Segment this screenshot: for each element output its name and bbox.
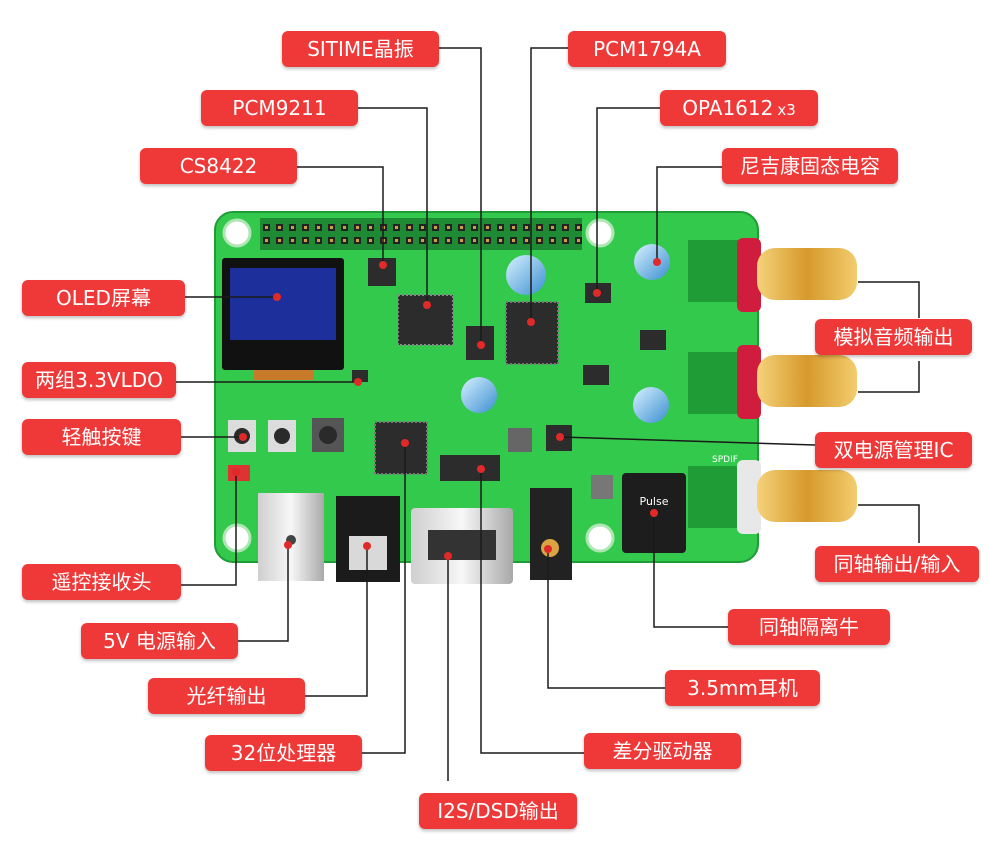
label-optical-out: 光纤输出: [148, 678, 305, 714]
label-pcm9211: PCM9211: [201, 90, 358, 126]
label-i2s-dsd: I2S/DSD输出: [419, 793, 577, 829]
capacitors: [461, 244, 670, 499]
label-coax-io: 同轴输出/输入: [815, 546, 979, 582]
svg-text:Pulse: Pulse: [640, 495, 669, 508]
label-dual-power: 双电源管理IC: [815, 432, 972, 468]
label-analog-out: 模拟音频输出: [815, 319, 972, 355]
label-nichicon: 尼吉康固态电容: [722, 148, 898, 184]
label-headphone: 3.5mm耳机: [665, 670, 820, 706]
label-opa1612-text: OPA1612: [682, 96, 774, 120]
rca-coax: SPDIF: [688, 455, 857, 534]
power-jack: [258, 493, 324, 581]
oled-screen: [222, 258, 344, 380]
label-opa1612-count: x3: [777, 101, 796, 119]
chip-pcm1794a: [505, 301, 559, 365]
tact-switches: [228, 418, 344, 481]
rca-right: [688, 345, 857, 419]
rca-left: [688, 238, 857, 312]
label-pcm1794a: PCM1794A: [568, 31, 726, 67]
gpio-header: [260, 218, 582, 250]
chip-processor: [374, 421, 428, 475]
label-power-in: 5V 电源输入: [81, 623, 238, 659]
svg-text:SPDIF: SPDIF: [712, 455, 738, 465]
label-coax-isolation: 同轴隔离牛: [728, 609, 890, 645]
optical-port: [336, 496, 400, 582]
label-cs8422: CS8422: [140, 148, 297, 184]
label-tact-keys: 轻触按键: [22, 419, 181, 455]
chip-diff-driver: [440, 455, 500, 481]
label-ldo: 两组3.3VLDO: [22, 362, 176, 398]
label-sitime: SITIME晶振: [282, 31, 439, 67]
headphone-jack: [530, 488, 572, 580]
label-ir-receiver: 遥控接收头: [22, 564, 181, 600]
hdmi-port: [411, 508, 513, 584]
leader-dots: [232, 258, 661, 560]
label-diff-driver: 差分驱动器: [584, 733, 741, 769]
label-processor: 32位处理器: [205, 735, 362, 771]
label-oled: OLED屏幕: [22, 280, 185, 316]
